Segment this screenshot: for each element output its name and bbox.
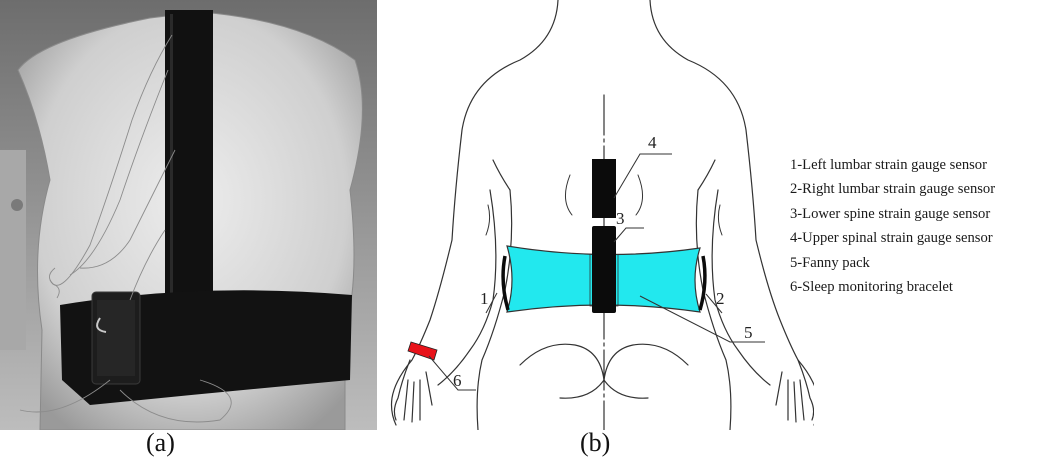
legend: 1-Left lumbar strain gauge sensor 2-Righ…: [790, 153, 995, 299]
panel-b-label: (b): [580, 428, 610, 458]
legend-item-bracelet: 6-Sleep monitoring bracelet: [790, 275, 995, 299]
leader-line-4: [614, 154, 672, 198]
right-lumbar-sensor: [700, 256, 705, 310]
callout-2: 2: [716, 289, 725, 308]
back-photograph: [0, 0, 377, 430]
sleep-bracelet: [408, 342, 437, 360]
panel-a-label: (a): [146, 428, 175, 458]
body-outline-left: [392, 0, 559, 425]
legend-item-left-lumbar: 1-Left lumbar strain gauge sensor: [790, 153, 995, 177]
legend-item-lower-spine: 3-Lower spine strain gauge sensor: [790, 202, 995, 226]
callout-1: 1: [480, 289, 489, 308]
callout-6: 6: [453, 371, 462, 390]
callout-4: 4: [648, 133, 657, 152]
leader-line-3: [614, 228, 644, 242]
callout-5: 5: [744, 323, 753, 342]
lower-spine-sensor: [592, 226, 616, 313]
legend-item-upper-spinal: 4-Upper spinal strain gauge sensor: [790, 226, 995, 250]
left-lumbar-sensor: [503, 256, 508, 310]
legend-item-fanny-pack: 5-Fanny pack: [790, 251, 995, 275]
left-hand: [394, 360, 432, 422]
right-hand: [776, 360, 814, 422]
upper-spinal-sensor: [592, 159, 616, 218]
callout-3: 3: [616, 209, 625, 228]
legend-item-right-lumbar: 2-Right lumbar strain gauge sensor: [790, 177, 995, 201]
body-diagram: 1 2 3 4 5 6: [366, 0, 814, 430]
